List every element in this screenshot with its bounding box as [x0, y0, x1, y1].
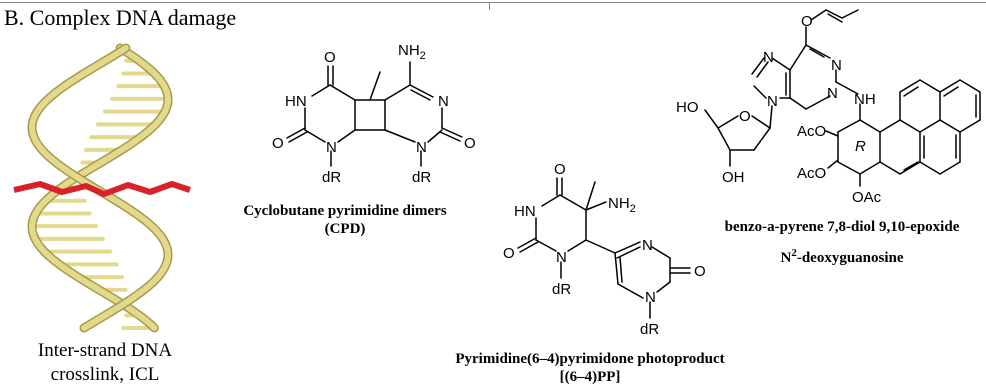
bpde-r: R [855, 138, 866, 155]
pp64-o-left: O [503, 245, 515, 262]
bpde-oh: OH [722, 169, 745, 186]
cpd-n1: N [326, 139, 337, 156]
cpd-o-right: O [464, 135, 476, 152]
cpd-caption-line2: (CPD) [324, 221, 366, 237]
cpd-o-top: O [324, 49, 336, 66]
bpde-caption-n: N [780, 250, 792, 266]
bpde-o-ring: O [739, 108, 751, 125]
bpde-caption-line1: benzo-a-pyrene 7,8-diol 9,10-epoxide [724, 219, 960, 235]
panel-heading: B. Complex DNA damage [4, 5, 237, 30]
cpd-n-ring: N [438, 93, 449, 110]
top-rule-tick [489, 2, 490, 10]
helix-strand-a [28, 45, 172, 331]
pp64-dr2: dR [640, 321, 659, 338]
pp64-n-bottom: N [556, 249, 567, 266]
cpd-dr2: dR [412, 169, 431, 186]
bpde-o-allyl: O [801, 13, 813, 30]
bpde-n7: N [763, 49, 774, 66]
bpde-caption-line2: N2-deoxyguanosine [700, 244, 984, 268]
cpd-o-left: O [272, 135, 284, 152]
bpde-ho: HO [676, 99, 699, 116]
icl-caption-line2: crosslink, ICL [50, 364, 160, 385]
pp64-caption-line1: Pyrimidine(6–4)pyrimidone photoproduct [455, 351, 725, 367]
cpd-n2: N [416, 139, 427, 156]
pp64-dr1: dR [552, 281, 571, 298]
pp64-n-right: N [642, 237, 653, 254]
pp64-hn: HN [514, 203, 536, 220]
pp64-n-low: N [645, 289, 656, 306]
bpde-caption-rest: -deoxyguanosine [796, 250, 904, 266]
crosslink-adduct [13, 181, 191, 197]
bpde-nh: NH [854, 91, 876, 108]
bpde-n1: N [827, 85, 838, 102]
bpde-caption-sup: 2 [791, 247, 797, 259]
pp64-o-right: O [694, 263, 706, 280]
bpde-n9: N [767, 93, 778, 110]
bpde-aco2: AcO [797, 165, 826, 182]
pp64-o-top: O [554, 161, 566, 178]
bpde-aco1: AcO [797, 123, 826, 140]
cpd-nh2: NH2 [398, 42, 426, 62]
top-rule [0, 2, 986, 3]
bpde-oac: OAc [852, 189, 882, 206]
icl-caption-line1: Inter-strand DNA [37, 340, 173, 361]
bpde-n3: N [831, 57, 842, 74]
cpd-hn: HN [285, 93, 307, 110]
cpd-dr1: dR [322, 169, 341, 186]
cpd-caption-line1: Cyclobutane pyrimidine dimers [243, 203, 447, 219]
pp64-nh2: NH2 [608, 195, 636, 215]
pp64-caption-line2: [(6–4)PP] [559, 369, 621, 385]
icl-helix-strands [13, 43, 191, 333]
